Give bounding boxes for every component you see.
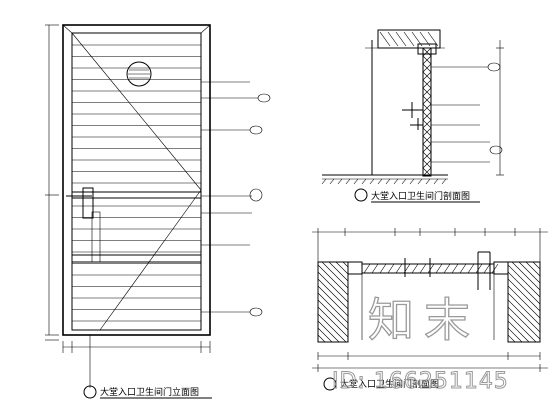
door-outer-frame [62, 24, 211, 336]
callout-bubble [249, 125, 263, 135]
horizontal-section-title: 大堂入口卫生间门剖面图 [340, 378, 439, 390]
title-marker [83, 385, 97, 399]
door-swing-line [71, 32, 202, 191]
dimension-ticks [317, 352, 541, 360]
callout-bubble [257, 93, 271, 103]
door-leaf-plan-hatch [363, 263, 499, 274]
left-jamb [347, 261, 363, 275]
elevation-callouts [201, 81, 271, 317]
callout-bubble [487, 62, 501, 72]
callout-bubble [489, 145, 503, 155]
dimension-ticks [317, 228, 541, 236]
door-handle [82, 187, 94, 219]
door-leaf-section [422, 47, 432, 177]
callout-bubble [249, 307, 263, 317]
watermark-id: ID: 166251145 [332, 369, 509, 394]
right-wall-hatch [507, 261, 541, 343]
horizontal-section: 大堂入口卫生间门剖面图 [312, 228, 548, 391]
right-wall [507, 261, 541, 343]
top-jamb [417, 43, 437, 55]
door-louvers [72, 44, 201, 322]
frame-corner-line [200, 24, 211, 34]
frame-corner-line [62, 24, 73, 34]
dimension-ticks [317, 364, 541, 372]
floor-hatch [321, 178, 447, 185]
vertical-section: 大堂入口卫生间门剖面图 [321, 29, 504, 203]
watermark: 知末 ID: 166251145 [332, 292, 509, 394]
round-vent [126, 61, 152, 87]
door-leaf-hatch [422, 47, 432, 177]
door-swing-line [99, 189, 202, 331]
right-jamb [493, 261, 509, 275]
door-elevation: 大堂入口卫生间门立面图 [45, 24, 271, 399]
left-wall [317, 261, 349, 343]
door-leaf-plan [361, 263, 495, 274]
door-leaf [71, 32, 202, 331]
title-marker [354, 188, 368, 202]
slab-hatch [379, 31, 439, 47]
lock-band [71, 191, 202, 199]
watermark-logo: 知末 [368, 293, 480, 347]
door-elevation-title: 大堂入口卫生间门立面图 [100, 386, 199, 398]
section-marker [249, 188, 263, 202]
left-wall-hatch [317, 261, 349, 343]
vertical-section-title: 大堂入口卫生间门剖面图 [371, 190, 470, 202]
title-marker [323, 377, 337, 391]
